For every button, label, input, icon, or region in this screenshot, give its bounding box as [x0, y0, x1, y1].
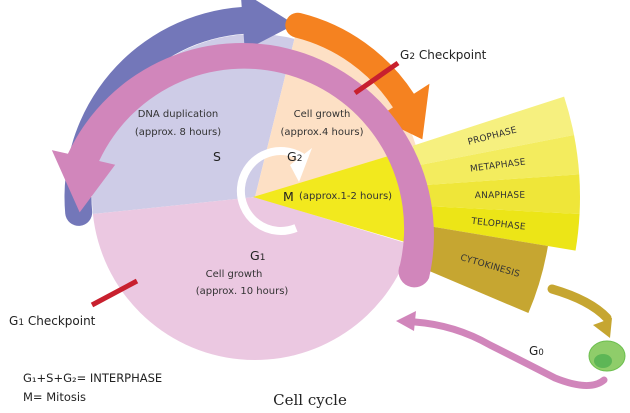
legend-interphase: G₁+S+G₂= INTERPHASE — [23, 371, 162, 385]
g0-cell-icon — [588, 340, 626, 372]
g1-checkpoint-label: G1 Checkpoint — [9, 314, 96, 328]
mitosis-stage-anaphase — [420, 174, 580, 215]
g2-phase-arrow — [285, 12, 430, 140]
g1-phase-label: G1 — [250, 248, 265, 263]
mitosis-stage-label: ANAPHASE — [475, 191, 526, 201]
m-phase-label: M — [283, 189, 294, 204]
cycle-direction-icon — [236, 147, 312, 235]
g1-phase-sector — [92, 197, 411, 361]
mitosis-stage-cytokinesis — [407, 224, 548, 314]
m-phase-duration: (approx.1-2 hours) — [299, 191, 392, 202]
g1-phase-duration: (approx. 10 hours) — [196, 286, 289, 297]
g1-checkpoint-marker — [90, 278, 139, 308]
g1-phase-description: Cell growth — [206, 269, 263, 280]
mitosis-stage-prophase — [412, 96, 575, 166]
g2-checkpoint-label: G2 Checkpoint — [400, 48, 487, 62]
mitosis-stage-metaphase — [417, 134, 580, 186]
s-phase-duration: (approx. 8 hours) — [135, 127, 221, 138]
s-phase-label: S — [213, 149, 221, 164]
g2-phase-duration: (approx.4 hours) — [280, 127, 363, 138]
g0-return-arrow — [411, 318, 608, 389]
cytokinesis-to-g0-arrow — [547, 284, 612, 323]
m-phase-sector — [253, 148, 415, 245]
g2-checkpoint-marker — [353, 60, 400, 96]
g0-return-arrowhead — [396, 311, 416, 331]
diagram-caption: Cell cycle — [273, 391, 347, 409]
legend-mitosis: M= Mitosis — [23, 390, 86, 404]
s-phase-description: DNA duplication — [138, 109, 219, 120]
g2-phase-label: G2 — [287, 149, 302, 164]
cytokinesis-to-g0-arrowhead — [593, 318, 612, 338]
mitosis-stages-fan: PROPHASEMETAPHASEANAPHASETELOPHASECYTOKI… — [407, 96, 580, 314]
mitosis-stage-telophase — [418, 205, 580, 251]
g2-phase-description: Cell growth — [294, 109, 351, 120]
g0-phase-label: G0 — [529, 344, 544, 358]
